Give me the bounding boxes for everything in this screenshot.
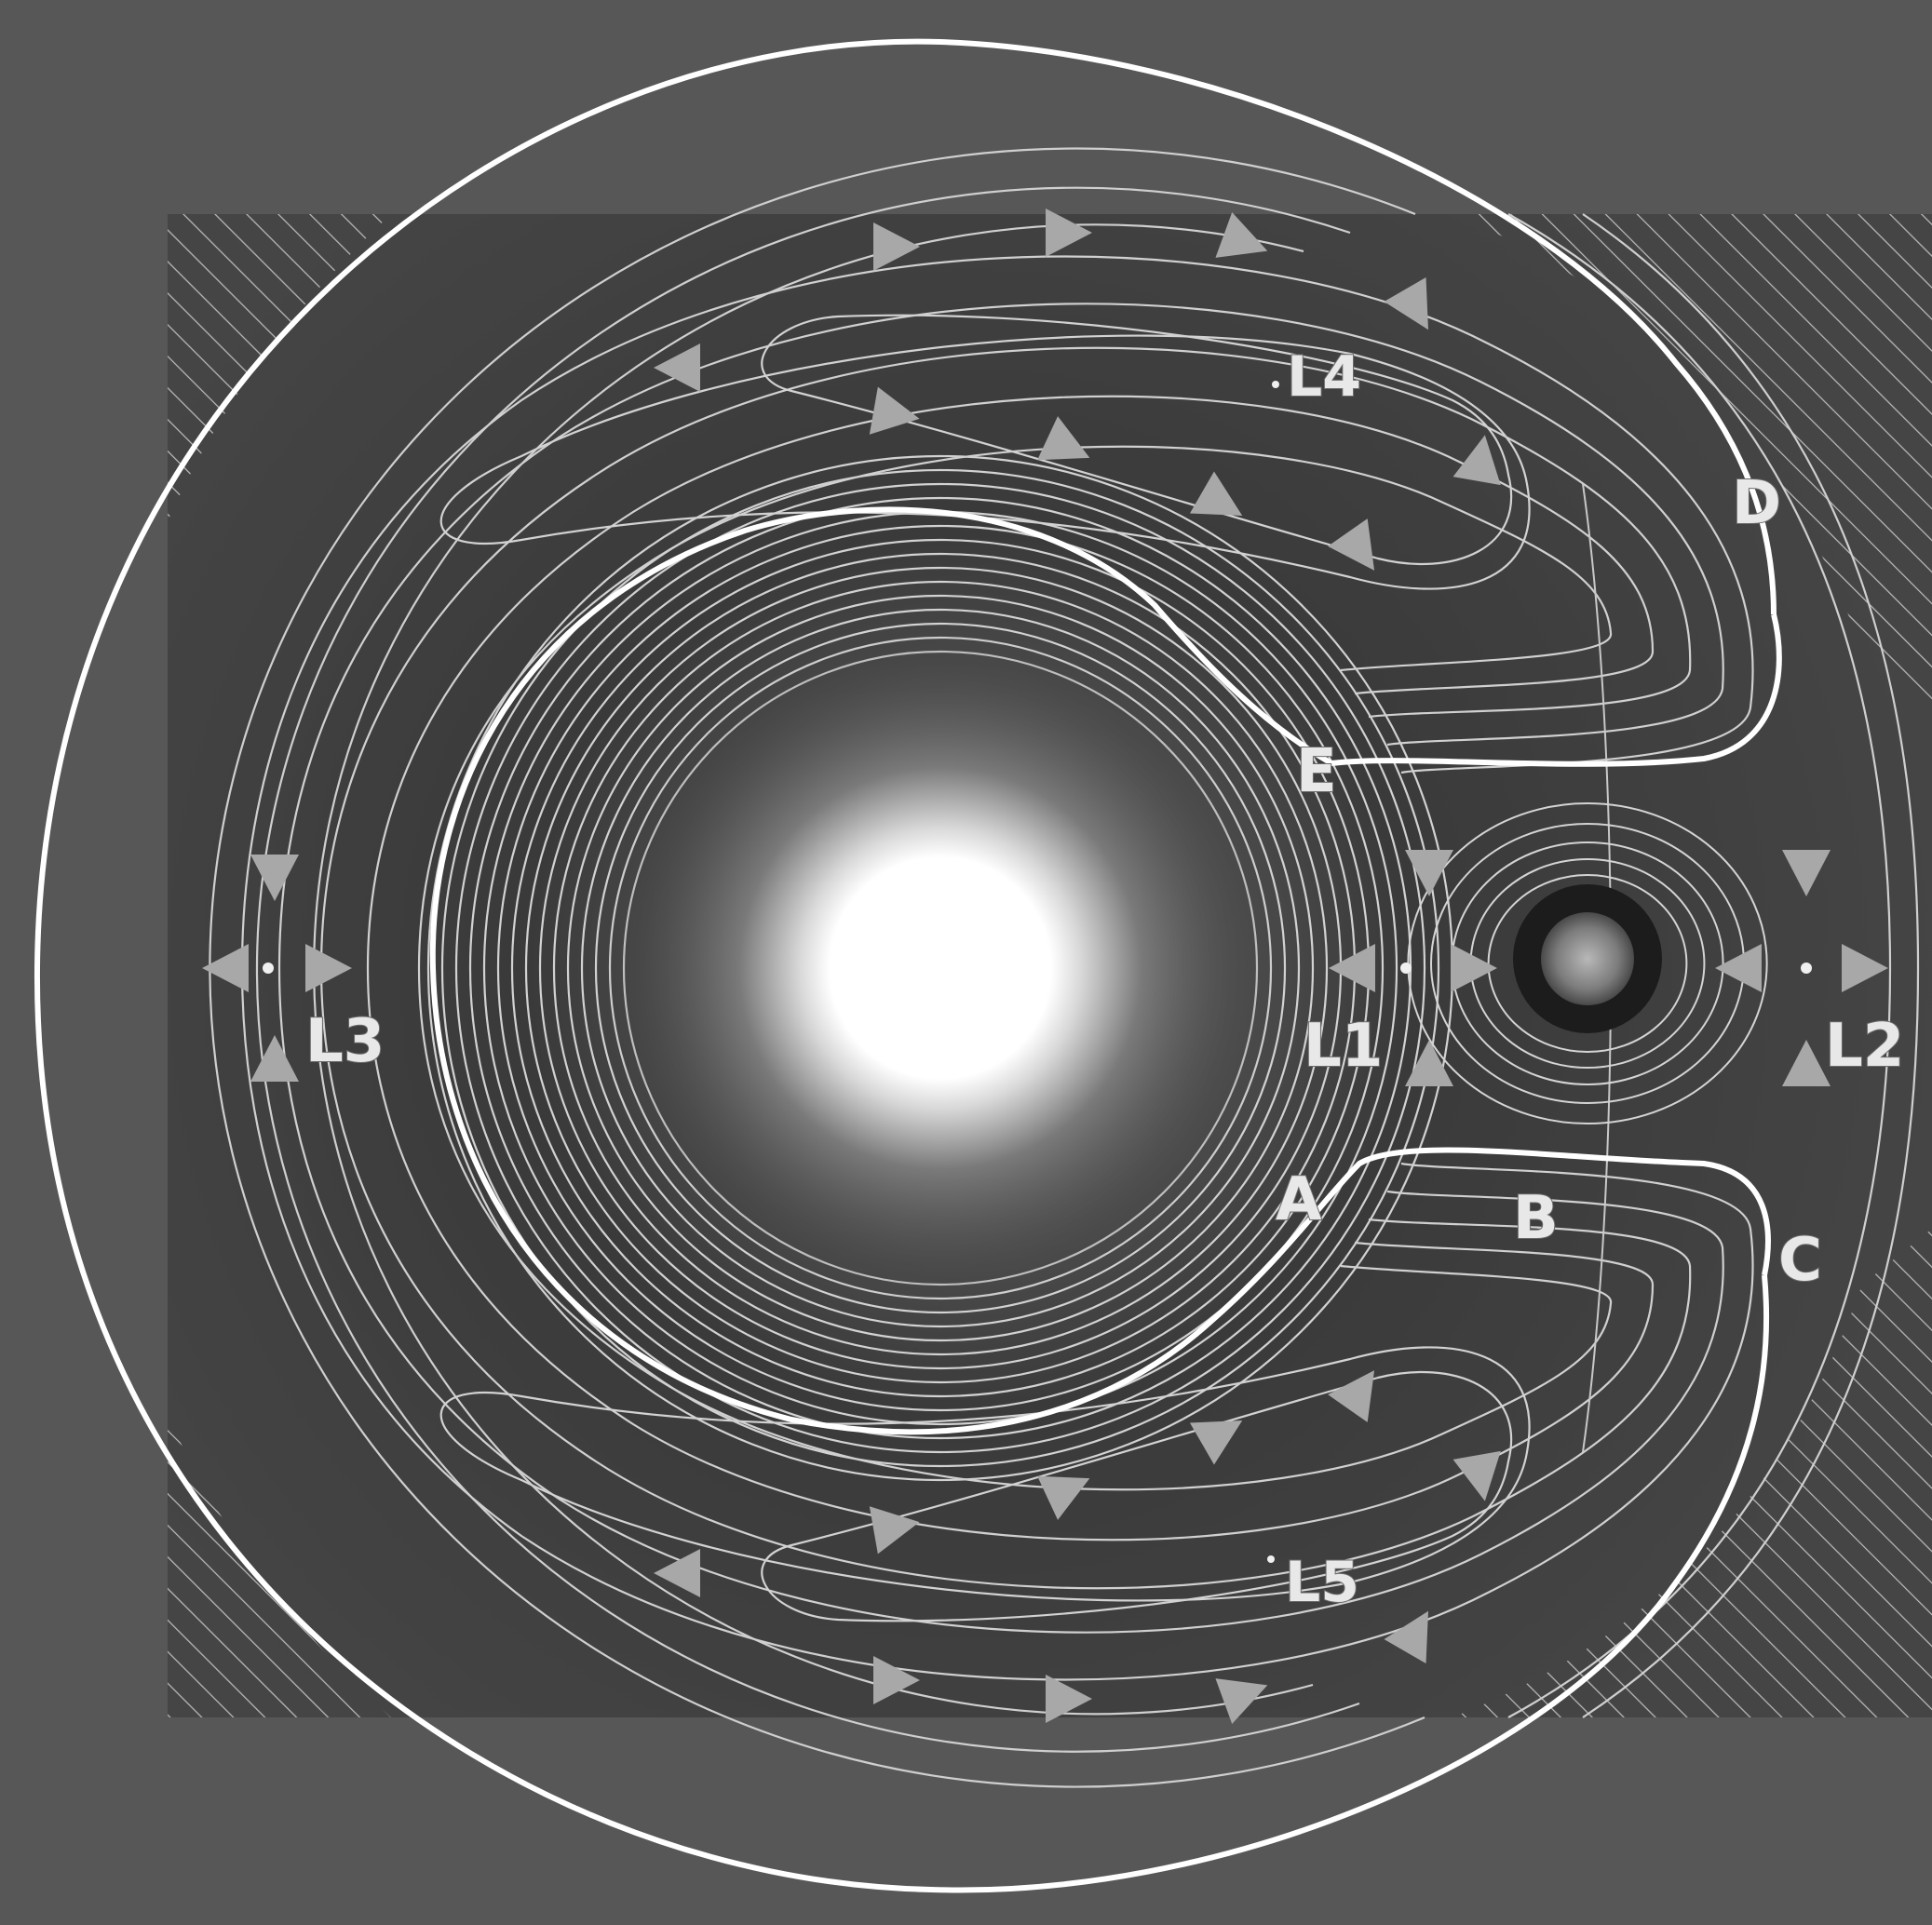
l1-point (1400, 962, 1412, 974)
l5-point (1267, 1555, 1275, 1563)
l1-label: L1 (1304, 1012, 1383, 1081)
l4-label: L4 (1287, 344, 1361, 410)
curve-label-a: A (1276, 1165, 1322, 1234)
curve-label-c: C (1778, 1226, 1822, 1295)
curve-label-d: D (1732, 469, 1781, 538)
l4-point (1272, 381, 1279, 388)
l3-label: L3 (305, 1007, 385, 1076)
earth-icon (1541, 912, 1634, 1005)
l5-label: L5 (1285, 1550, 1359, 1615)
sun-icon (831, 858, 1050, 1078)
l2-label: L2 (1825, 1012, 1904, 1081)
curve-label-b: B (1513, 1184, 1559, 1253)
l2-point (1801, 962, 1812, 974)
curve-label-e: E (1296, 737, 1337, 806)
l3-point (263, 962, 274, 974)
